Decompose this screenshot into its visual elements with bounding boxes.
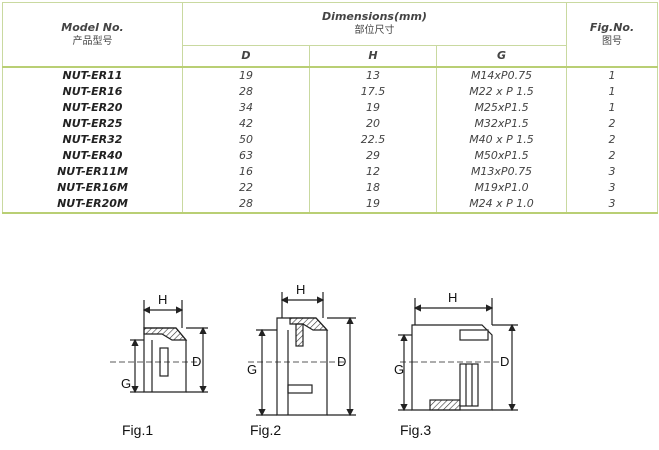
figures-panel: H D G Fig.1 H D G Fig.2 H D G Fig [110,282,518,438]
fig3-caption: Fig.3 [400,422,431,438]
figure-3 [398,298,518,412]
fig-header: Fig.No. 图号 [566,2,658,68]
fig-cell: 2 [566,148,658,164]
spec-table: Model No. 产品型号 Dimensions(mm) 部位尺寸 Fig.N… [2,2,658,214]
table-subheader-row: D H G [3,45,658,68]
g-cell: M50xP1.5 [436,148,567,164]
col-h-header: H [309,45,437,68]
model-cell: NUT-ER25 [2,116,183,132]
g-cell: M24 x P 1.0 [436,196,567,214]
fig1-g-label: G [121,376,131,391]
fig-header-label: Fig.No. [589,20,635,34]
h-cell: 18 [309,180,437,196]
fig2-g-label: G [247,362,257,377]
d-cell: 22 [182,180,310,196]
h-cell: 19 [309,196,437,214]
fig-header-label-cn: 图号 [602,35,622,47]
model-header-label: Model No. [61,20,124,34]
model-cell: NUT-ER20M [2,196,183,214]
figure-1 [110,300,208,394]
h-cell: 19 [309,100,437,116]
model-cell: NUT-ER20 [2,100,183,116]
dimensions-header-label: Dimensions(mm) [322,10,427,23]
h-cell: 13 [309,66,437,84]
g-cell: M19xP1.0 [436,180,567,196]
model-header: Model No. 产品型号 [2,2,183,68]
fig-cell: 1 [566,100,658,116]
d-cell: 28 [182,196,310,214]
model-cell: NUT-ER11 [2,66,183,84]
fig3-g-label: G [394,362,404,377]
dimensions-header: Dimensions(mm) 部位尺寸 [182,2,567,46]
model-header-label-cn: 产品型号 [72,35,113,47]
fig-cell: 3 [566,164,658,180]
d-cell: 63 [182,148,310,164]
h-cell: 17.5 [309,84,437,100]
g-cell: M22 x P 1.5 [436,84,567,100]
fig-cell: 2 [566,132,658,148]
g-cell: M32xP1.5 [436,116,567,132]
d-cell: 19 [182,66,310,84]
model-cell: NUT-ER16M [2,180,183,196]
g-cell: M25xP1.5 [436,100,567,116]
fig2-h-label: H [296,282,305,297]
dimensions-header-label-cn: 部位尺寸 [354,25,395,36]
h-cell: 20 [309,116,437,132]
model-cell: NUT-ER16 [2,84,183,100]
fig-cell: 3 [566,196,658,214]
d-cell: 16 [182,164,310,180]
model-cell: NUT-ER11M [2,164,183,180]
table-header-row: Model No. 产品型号 Dimensions(mm) 部位尺寸 Fig.N… [2,2,658,68]
model-cell: NUT-ER40 [2,148,183,164]
d-cell: 50 [182,132,310,148]
fig1-h-label: H [158,292,167,307]
h-cell: 29 [309,148,437,164]
fig3-h-label: H [448,290,457,305]
g-cell: M13xP0.75 [436,164,567,180]
g-cell: M40 x P 1.5 [436,132,567,148]
col-d-header: D [182,45,310,68]
d-cell: 34 [182,100,310,116]
h-cell: 22.5 [309,132,437,148]
d-cell: 42 [182,116,310,132]
col-g-header: G [436,45,567,68]
model-cell: NUT-ER32 [2,132,183,148]
g-cell: M14xP0.75 [436,66,567,84]
fig2-caption: Fig.2 [250,422,281,438]
h-cell: 12 [309,164,437,180]
fig-cell: 3 [566,180,658,196]
fig3-d-label: D [500,354,509,369]
fig-cell: 1 [566,84,658,100]
fig-cell: 2 [566,116,658,132]
figure-2 [248,292,356,417]
d-cell: 28 [182,84,310,100]
fig2-d-label: D [337,354,346,369]
fig1-caption: Fig.1 [122,422,153,438]
fig1-d-label: D [192,354,201,369]
fig-cell: 1 [566,66,658,84]
